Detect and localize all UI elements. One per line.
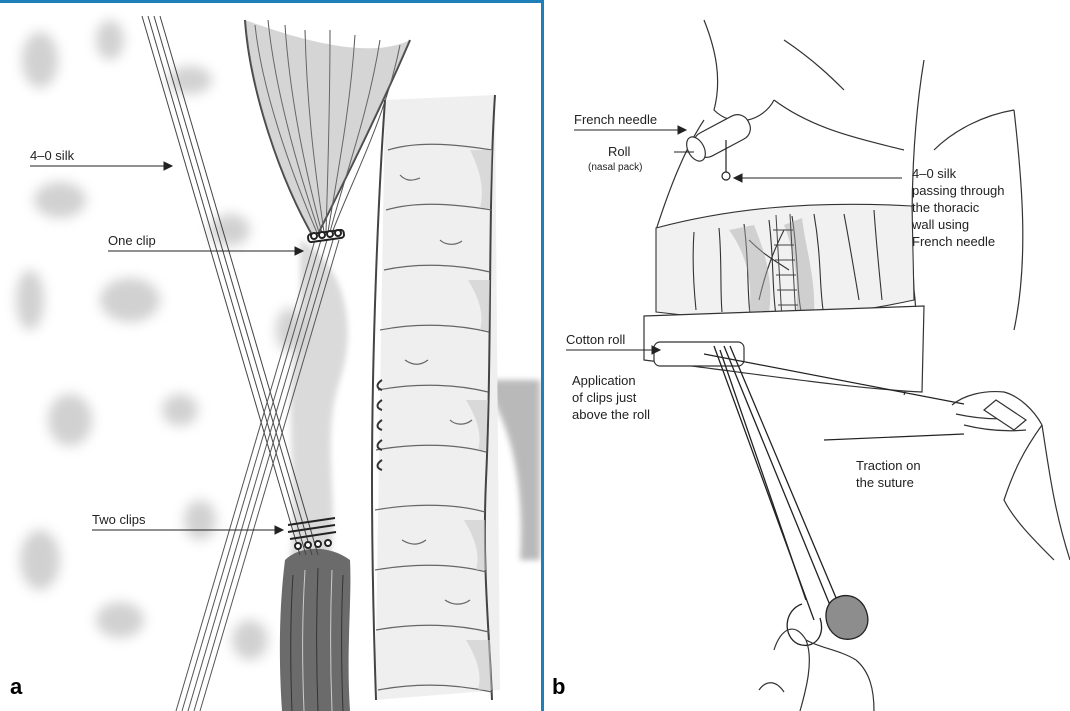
label-traction-2: the suture <box>856 475 914 490</box>
thoracotomy-wound <box>656 204 914 318</box>
colon <box>372 95 500 700</box>
label-silk-3: the thoracic <box>912 200 980 215</box>
label-silk-4: wall using <box>911 217 969 232</box>
label-silk-2: passing through <box>912 183 1005 198</box>
panel-a-illustration: 4–0 silk One clip Two clips <box>0 0 541 711</box>
label-silk-5: French needle <box>912 234 995 249</box>
label-silk: 4–0 silk <box>30 148 75 163</box>
label-one-clip: One clip <box>108 233 156 248</box>
lower-stump <box>280 549 351 711</box>
label-roll: Roll <box>608 144 631 159</box>
forceps <box>714 346 868 645</box>
hand-right <box>952 392 1070 560</box>
label-clips-3: above the roll <box>572 407 650 422</box>
label-french-needle: French needle <box>574 112 657 127</box>
panel-b: French needle Roll (nasal pack) 4–0 silk… <box>544 0 1070 711</box>
label-clips-1: Application <box>572 373 636 388</box>
label-traction-1: Traction on <box>856 458 921 473</box>
panel-letter-a: a <box>10 674 22 700</box>
label-cotton-roll: Cotton roll <box>566 332 625 347</box>
panel-letter-b: b <box>552 674 565 700</box>
label-clips-2: of clips just <box>572 390 637 405</box>
label-two-clips: Two clips <box>92 512 146 527</box>
panel-a-leaders <box>30 162 303 534</box>
label-roll-sub: (nasal pack) <box>588 162 642 173</box>
panel-a: 4–0 silk One clip Two clips a <box>0 0 541 711</box>
background-texture <box>16 20 304 660</box>
panel-b-illustration: French needle Roll (nasal pack) 4–0 silk… <box>544 0 1070 711</box>
nasal-pack-roll <box>683 110 755 164</box>
label-silk-1: 4–0 silk <box>912 166 957 181</box>
